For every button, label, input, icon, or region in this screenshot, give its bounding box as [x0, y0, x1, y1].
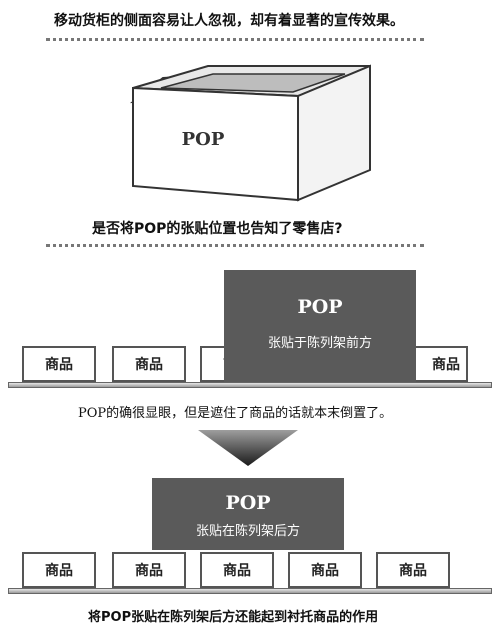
question-caption: 是否将POP的张贴位置也告知了零售店? — [92, 221, 343, 237]
product-box: 商品 — [22, 346, 96, 382]
box-pop-label: POP — [182, 129, 225, 150]
top-caption: 移动货柜的侧面容易让人忽视，却有着显著的宣传效果。 — [54, 13, 404, 29]
pop-sign-subtitle: 张贴于陈列架前方 — [267, 336, 372, 351]
product-box: 商品 — [22, 552, 96, 588]
product-box: 商品 — [112, 346, 186, 382]
pop-sign-subtitle: 张贴在陈列架后方 — [195, 524, 300, 539]
product-label: 商品 — [399, 563, 427, 579]
box-inside-floor — [160, 73, 346, 93]
product-label: 商品 — [223, 563, 251, 579]
product-label: 商品 — [45, 357, 73, 373]
front-result-caption: POP的确很显眼，但是遮住了商品的话就本末倒置了。 — [78, 406, 393, 421]
dotted-divider-1 — [46, 38, 424, 41]
pop-sign-title: POP — [225, 492, 271, 514]
shelf-back — [8, 588, 492, 594]
product-label: 商品 — [135, 357, 163, 373]
pop-sign-title: POP — [297, 296, 343, 318]
pop-sign-front: POP 张贴于陈列架前方 — [224, 270, 416, 382]
shelf-front — [8, 382, 492, 388]
product-label: 商品 — [311, 563, 339, 579]
box-side-face — [297, 64, 371, 202]
product-box: 商品 — [112, 552, 186, 588]
open-box-illustration: POP — [129, 64, 371, 202]
product-label: 商品 — [432, 357, 460, 373]
product-box: 商品 — [376, 552, 450, 588]
down-arrow-icon — [198, 430, 298, 466]
pop-sign-back: POP 张贴在陈列架后方 — [152, 478, 344, 550]
product-label: 商品 — [135, 563, 163, 579]
product-box: 商品 — [288, 552, 362, 588]
product-label: 商品 — [45, 563, 73, 579]
dotted-divider-2 — [46, 244, 424, 247]
product-box: 商品 — [200, 552, 274, 588]
back-result-caption: 将POP张贴在陈列架后方还能起到衬托商品的作用 — [88, 610, 379, 625]
